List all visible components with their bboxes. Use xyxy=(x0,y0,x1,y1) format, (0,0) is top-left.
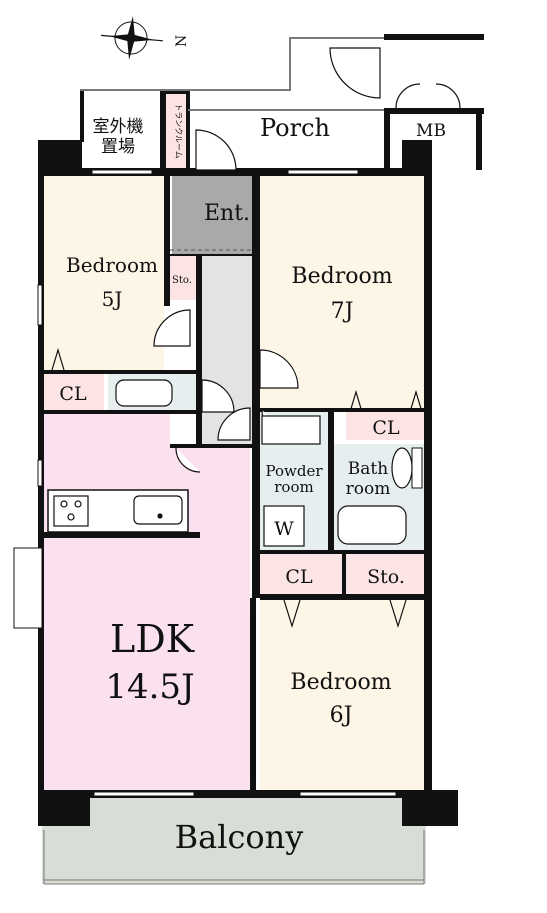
outdoor-unit-label-1: 室外機 xyxy=(93,117,144,137)
storage-south-label: Sto. xyxy=(367,566,405,588)
windows xyxy=(13,169,423,797)
closet-south-label: CL xyxy=(285,566,313,588)
bedroom-north-name: Bedroom xyxy=(291,264,392,289)
bedroom-west-size: 5J xyxy=(102,287,123,311)
stove xyxy=(53,495,89,527)
entrance-fill xyxy=(172,176,252,254)
storage-small-fill xyxy=(168,256,196,300)
sink xyxy=(133,495,183,525)
porch-outline xyxy=(80,37,384,111)
outdoor-unit-label-2: 置場 xyxy=(101,137,135,157)
entrance-label: Ent. xyxy=(204,201,250,226)
ldk-fill xyxy=(42,414,250,790)
closet-north-label: CL xyxy=(372,417,400,439)
closet-west-label: CL xyxy=(59,383,87,405)
balcony-rail xyxy=(43,830,425,885)
storage-south-fill xyxy=(346,554,426,594)
bedroom-south-size: 6J xyxy=(330,703,353,728)
bedroom-south-name: Bedroom xyxy=(290,670,391,695)
bedroom-west-name: Bedroom xyxy=(66,253,158,277)
washer-box xyxy=(263,505,305,547)
room-fills xyxy=(42,94,426,884)
compass-icon xyxy=(101,16,163,60)
bedroom-north-size: 7J xyxy=(331,299,354,324)
closet-north-fill xyxy=(346,412,426,440)
bath-label-2: room xyxy=(346,479,391,499)
ldk-name: LDK xyxy=(110,617,195,661)
bathtub xyxy=(337,505,407,545)
room-labels: Porch 室外機 置場 トランクルーム MB Ent. Bedroom 5J … xyxy=(59,103,446,856)
porch-label: Porch xyxy=(260,114,330,142)
toilet xyxy=(115,379,173,407)
powder-room-label-2: room xyxy=(274,478,313,496)
closet-south-fill xyxy=(260,554,342,594)
bedroom-south-fill xyxy=(260,600,426,790)
bedroom-west-fill xyxy=(42,176,164,372)
powder-room-label-1: Powder xyxy=(265,462,323,480)
closet-west-fill xyxy=(42,374,104,410)
bath-label-1: Bath xyxy=(348,459,388,479)
trunk-room-label: トランクルーム xyxy=(174,103,183,159)
ldk-size: 14.5J xyxy=(105,667,194,707)
balcony-label: Balcony xyxy=(175,818,304,856)
fixtures xyxy=(53,379,413,547)
balcony-fill xyxy=(42,798,426,884)
washer-label: W xyxy=(274,518,294,540)
mb-label: MB xyxy=(416,121,446,141)
storage-small-label: Sto. xyxy=(172,275,192,286)
trunk-room-fill xyxy=(166,94,188,168)
compass-north-label: N xyxy=(174,35,190,47)
